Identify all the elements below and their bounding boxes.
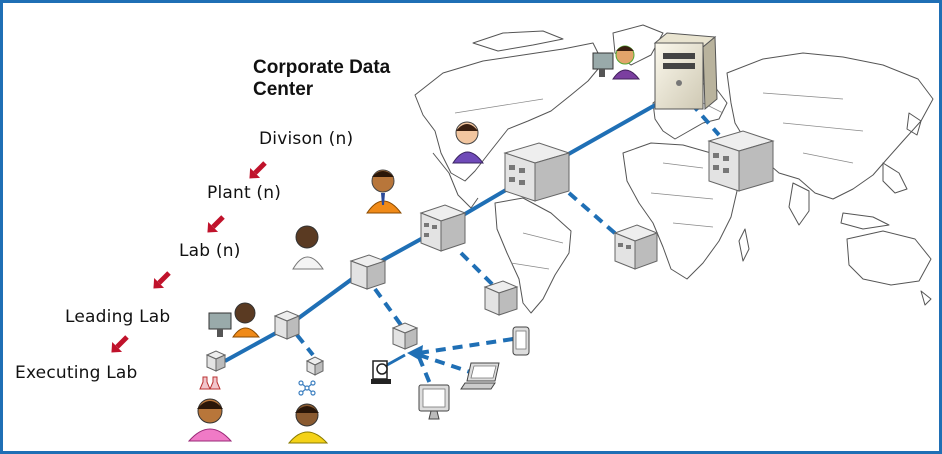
map-greenland: [612, 24, 664, 66]
level-division: Divison (n): [259, 129, 354, 149]
map-south-america: [494, 197, 572, 314]
title-line-2: Center: [253, 79, 314, 100]
map-north-america: [414, 42, 604, 182]
server-tower-icon: [653, 32, 718, 111]
dashed-link-division: [567, 191, 619, 237]
dashed-link-laptop: [418, 353, 474, 375]
dashed-link-tablet: [418, 337, 514, 355]
hub-arrowhead: [407, 345, 423, 361]
building-icon: [205, 130, 775, 376]
laptop-icon: [460, 362, 500, 390]
tablet-icon: [512, 326, 530, 356]
user-avatar-icon: [187, 45, 641, 444]
molecule-icon: [298, 380, 316, 396]
level-lab: Lab (n): [179, 241, 241, 261]
title-line-1: Corporate Data: [253, 57, 391, 78]
dashed-link-leading: [295, 333, 315, 357]
lab-equipment-icon: [371, 360, 391, 384]
flask-icon: [199, 376, 221, 390]
dashed-link-monitor: [417, 356, 435, 392]
desktop-monitor-icon: [418, 384, 450, 420]
level-plant: Plant (n): [207, 183, 282, 203]
network-diagram: [111, 32, 775, 444]
level-executing-lab: Executing Lab: [15, 363, 138, 383]
map-africa: [622, 142, 738, 280]
map-australia: [846, 230, 932, 286]
dashed-link-plant: [459, 251, 495, 287]
dashed-link-lab: [373, 287, 403, 327]
diagram-title: Corporate Data Center: [253, 57, 390, 101]
hierarchy-arrows: [111, 161, 267, 353]
level-leading-lab: Leading Lab: [65, 307, 171, 327]
